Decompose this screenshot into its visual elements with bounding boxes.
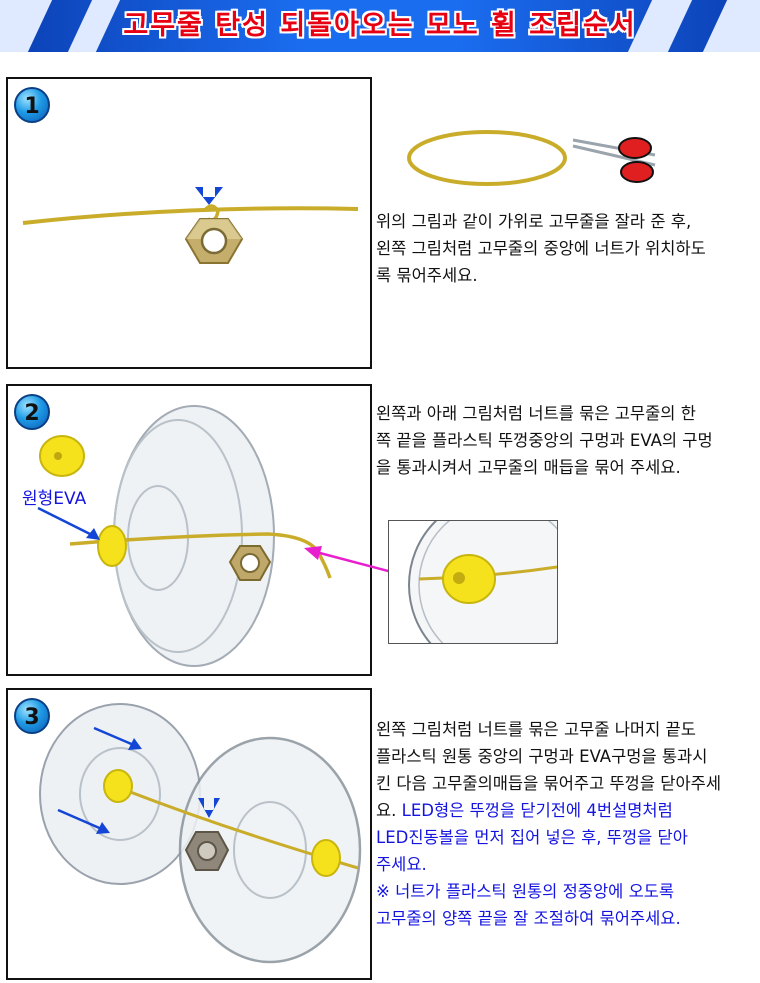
nut-hole: [240, 553, 260, 573]
step2-detail-inset: [388, 520, 558, 644]
nut-hole: [200, 227, 228, 255]
lid-rim: [418, 521, 557, 643]
step1-badge: 1: [14, 87, 50, 123]
page-title: 고무줄 탄성 되돌아오는 모노 휠 조립순서: [123, 10, 637, 41]
lid-center-ring: [233, 801, 307, 899]
step3-warning-note: 고무줄의 양쪽 끝을 잘 조절하여 묶어주세요.: [376, 909, 681, 928]
pointer-arrow-icon: [57, 808, 105, 832]
rubber-loop: [407, 130, 567, 186]
step1-line: 위의 그림과 같이 가위로 고무줄을 잘라 준 후,: [376, 212, 692, 231]
eva-disc-icon: [442, 554, 496, 604]
eva-disc: [97, 525, 127, 567]
step2-description: 왼쪽과 아래 그림처럼 너트를 묶은 고무줄의 한 쪽 끝을 플라스틱 뚜껑중앙…: [376, 400, 713, 481]
down-arrow-icon: [195, 187, 223, 205]
arrow-head: [128, 738, 142, 750]
eva-hole: [54, 452, 62, 460]
step2-illustration: [37, 405, 332, 667]
step2-line: 을 통과시켜서 고무줄의 매듭을 묶어 주세요.: [376, 458, 681, 477]
rubber-band: [69, 532, 332, 579]
arrow-head: [86, 528, 100, 540]
step3-led-note: LED진동볼을 먼저 집어 넣은 후, 뚜껑을 닫아: [376, 828, 688, 847]
step3-warning-note: ※ 너트가 플라스틱 원통의 정중앙에 오도록: [376, 882, 675, 901]
step3-line: 킨 다음 고무줄의매듭을 묶어주고 뚜껑을 닫아주세: [376, 774, 722, 793]
step3-led-note: LED형은 뚜껑을 닫기전에 4번설명처럼: [401, 801, 673, 820]
arrow-head: [96, 822, 110, 834]
arrow-head: [304, 546, 322, 560]
header-banner: 고무줄 탄성 되돌아오는 모노 휠 조립순서: [0, 0, 760, 52]
eva-label: 원형EVA: [22, 489, 87, 509]
magenta-arrow-icon: [304, 546, 393, 574]
step3-line: 왼쪽 그림처럼 너트를 묶은 고무줄 나머지 끝도: [376, 720, 696, 739]
step3-panel: 3: [6, 688, 372, 980]
eva-disc: [103, 769, 133, 803]
pointer-arrow-icon: [37, 506, 95, 538]
scissors-cut-illustration: [407, 130, 656, 186]
step3-led-note: 주세요.: [376, 855, 427, 874]
inset-illustration: [408, 521, 557, 643]
step2-panel: 2: [6, 384, 372, 676]
down-arrow-icon: [198, 798, 220, 818]
nut-hole: [197, 841, 217, 861]
eva-knot: [453, 572, 465, 584]
scissors-icon: [618, 137, 652, 159]
step1-line: 왼쪽 그림처럼 고무줄의 중앙에 너트가 위치하도: [376, 239, 706, 258]
step3-illustration: [39, 703, 362, 964]
pointer-arrow-icon: [93, 726, 137, 748]
arrow-shaft: [315, 550, 393, 574]
step3-badge: 3: [14, 698, 50, 734]
step2-badge: 2: [14, 394, 50, 430]
eva-disc: [311, 839, 341, 877]
step1-panel: 1: [6, 77, 372, 369]
step2-line: 왼쪽과 아래 그림처럼 너트를 묶은 고무줄의 한: [376, 404, 696, 423]
scissors-handle: [620, 161, 654, 183]
step1-illustration: [22, 187, 359, 264]
step3-line-black: 요.: [376, 801, 402, 820]
step3-description: 왼쪽 그림처럼 너트를 묶은 고무줄 나머지 끝도 플라스틱 원통 중앙의 구멍…: [376, 716, 721, 932]
step2-line: 쪽 끝을 플라스틱 뚜껑중앙의 구멍과 EVA의 구멍: [376, 431, 713, 450]
step1-description: 위의 그림과 같이 가위로 고무줄을 잘라 준 후, 왼쪽 그림처럼 고무줄의 …: [376, 208, 706, 289]
step1-line: 록 묶어주세요.: [376, 266, 478, 285]
rubber-band: [22, 206, 359, 225]
step3-line-mixed: 요. LED형은 뚜껑을 닫기전에 4번설명처럼: [376, 797, 721, 824]
step3-line: 플라스틱 원통 중앙의 구멍과 EVA구멍을 통과시: [376, 747, 708, 766]
cylinder-ring: [79, 747, 161, 841]
cylinder-lid: [178, 736, 362, 964]
